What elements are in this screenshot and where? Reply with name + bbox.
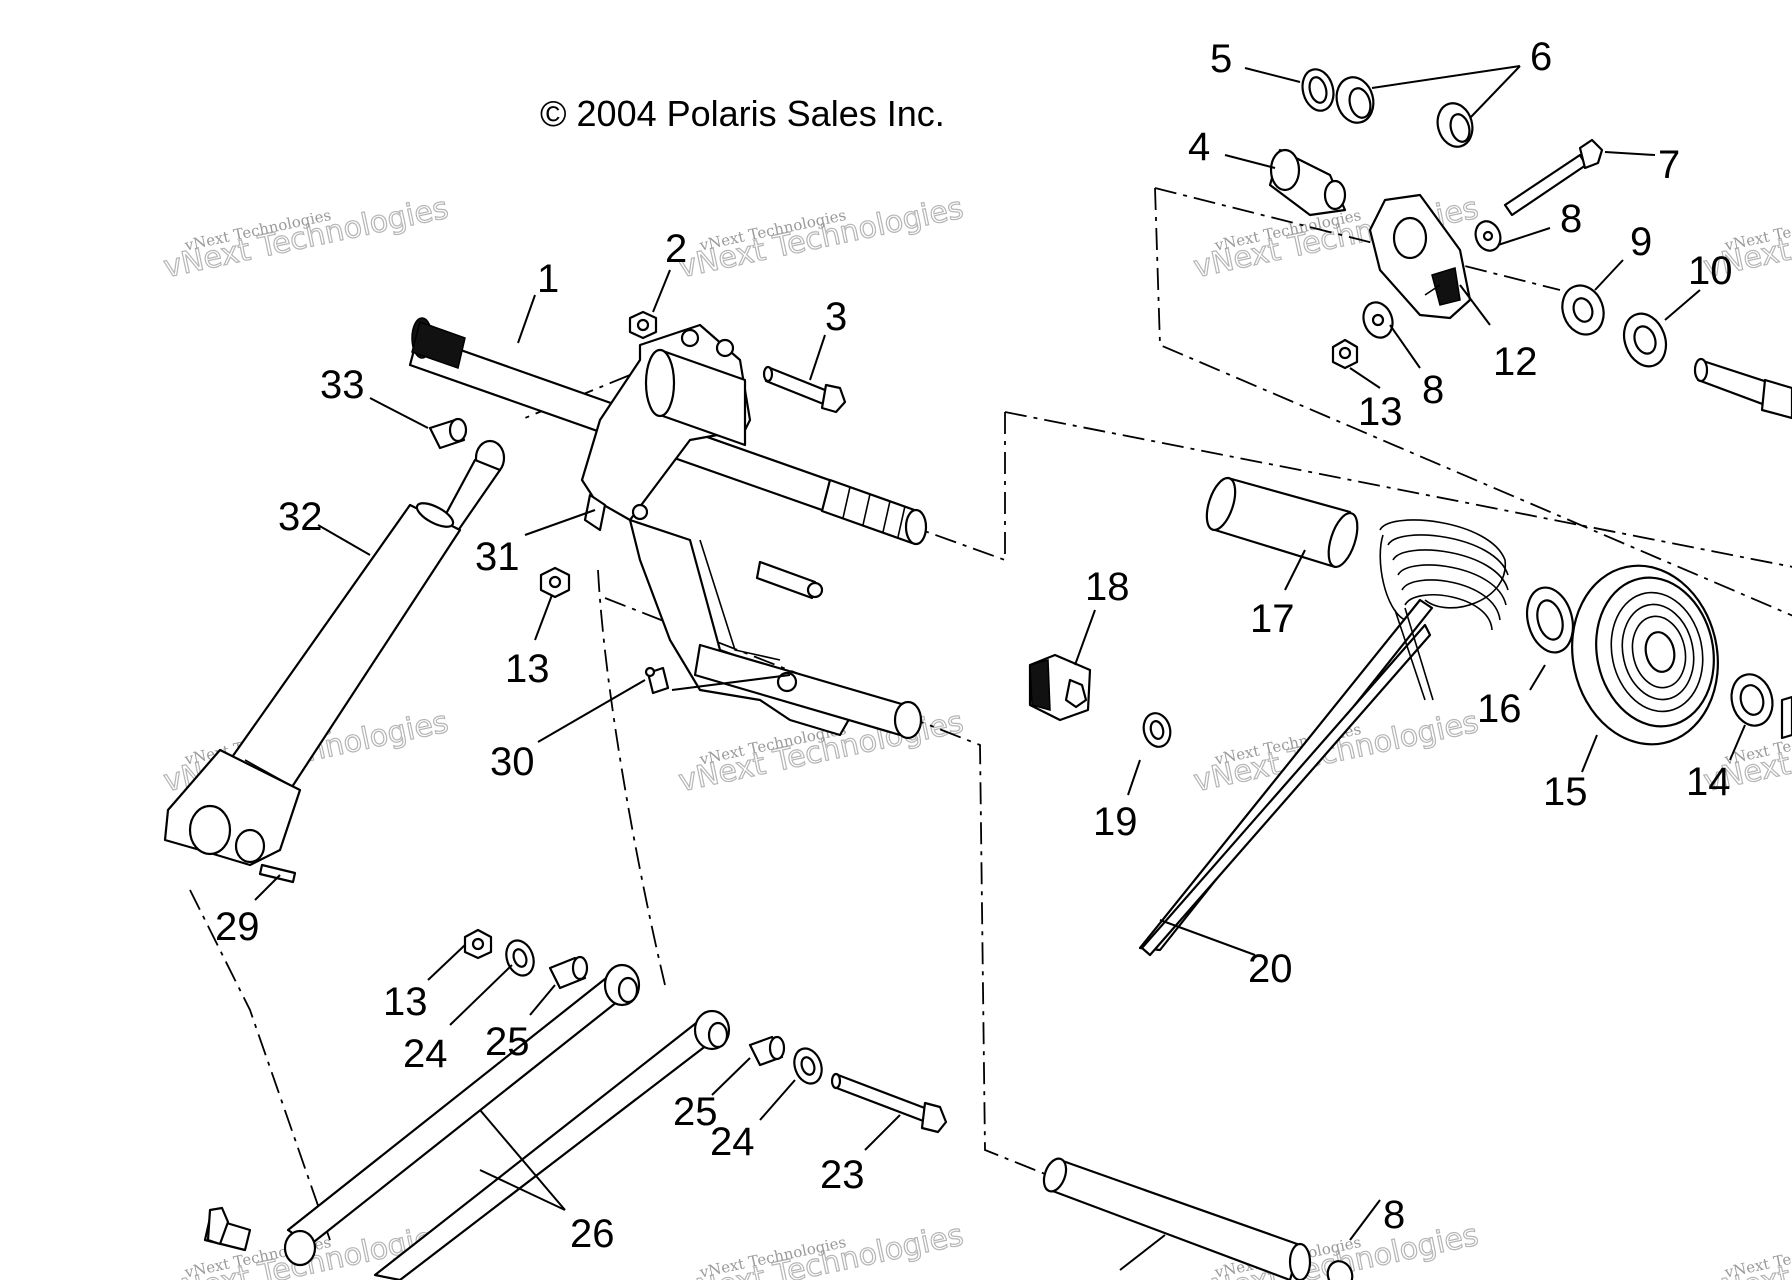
callout-5: 5: [1210, 37, 1232, 81]
callout-17: 17: [1250, 597, 1295, 641]
watermark: vNext Technologies vNext Technologies: [1700, 1217, 1792, 1285]
part-8-washer-top: [1474, 220, 1502, 252]
watermark: vNext Technologies vNext Technologies: [160, 190, 452, 286]
part-3-bolt: [762, 365, 847, 414]
part-4-spacer: [1268, 148, 1347, 217]
callout-9: 9: [1630, 220, 1652, 264]
watermark: vNext Technologies vNext Technologies: [675, 1217, 967, 1285]
callout-13-low: 13: [383, 980, 428, 1024]
shaft-spline-left-body: [411, 321, 466, 369]
callout-33: 33: [320, 363, 365, 407]
callout-3: 3: [825, 295, 847, 339]
callout-25-right: 25: [673, 1090, 718, 1134]
part-13-nut-low: [463, 928, 493, 960]
callout-4: 4: [1188, 125, 1210, 169]
part-2-nut: [628, 310, 658, 340]
callout-8-bottom: 8: [1383, 1193, 1405, 1237]
part-8-washer-mid: [1362, 301, 1394, 339]
callout-15: 15: [1543, 770, 1588, 814]
part-30-grease-fitting: [644, 666, 670, 695]
callout-6: 6: [1530, 35, 1552, 79]
bolt-bottom-left: [203, 1206, 252, 1252]
callout-13-mid: 13: [505, 647, 550, 691]
part-13-nut-top: [1331, 338, 1359, 370]
callout-31: 31: [475, 535, 520, 579]
callout-8-top: 8: [1560, 197, 1582, 241]
part-12-link-arm: [1368, 193, 1472, 320]
callout-19: 19: [1093, 800, 1138, 844]
callout-18: 18: [1085, 565, 1130, 609]
copyright-text: © 2004 Polaris Sales Inc.: [540, 93, 945, 134]
callout-29: 29: [215, 905, 260, 949]
part-31-pivot-arm: [580, 323, 923, 740]
callout-13-top: 13: [1358, 390, 1403, 434]
watermark-group: vNext Technologies vNext Technologies vN…: [160, 190, 1792, 1285]
bottom-shaft: [1042, 1157, 1312, 1282]
watermark: vNext Technologies vNext Technologies: [675, 190, 967, 286]
part-33-bushing: [428, 417, 468, 450]
callout-23: 23: [820, 1153, 865, 1197]
part-10-washer: [1622, 312, 1668, 368]
callout-24-left: 24: [403, 1032, 448, 1076]
callout-26: 26: [570, 1212, 615, 1256]
callout-25-left: 25: [485, 1020, 530, 1064]
part-18-block: [1028, 653, 1092, 722]
callout-7: 7: [1658, 143, 1680, 187]
part-20-torsion-spring: [1138, 519, 1509, 957]
part-6-bushing: [1335, 76, 1474, 148]
callout-1: 1: [537, 257, 559, 301]
part-25-bushing-left: [548, 955, 589, 990]
callout-10: 10: [1688, 249, 1733, 293]
callout-32: 32: [278, 495, 323, 539]
part-9-washer: [1561, 284, 1605, 336]
callout-30: 30: [490, 740, 535, 784]
part-19-washer: [1142, 712, 1172, 748]
part-14-bearing: [1730, 673, 1792, 740]
callout-16: 16: [1477, 687, 1522, 731]
part-13-nut-mid: [539, 566, 571, 599]
part-11-shaft-partial: [1693, 357, 1792, 420]
part-24-washer-left: [505, 939, 535, 977]
part-23-bolt: [830, 1072, 948, 1134]
callout-2: 2: [665, 227, 687, 271]
part-7-bolt: [1503, 138, 1604, 217]
callout-12: 12: [1493, 340, 1538, 384]
part-32-shock: [163, 439, 506, 867]
part-17-bushing-tube: [1205, 476, 1359, 569]
part-15-wheel: [1571, 564, 1719, 746]
leader-lines: [254, 65, 1746, 1271]
callout-20: 20: [1248, 947, 1293, 991]
callout-24-right: 24: [710, 1120, 755, 1164]
part-29-pin: [258, 863, 297, 884]
part-26-rods: [283, 963, 731, 1282]
callout-8-mid: 8: [1422, 368, 1444, 412]
part-16-washer: [1525, 586, 1575, 654]
part-24-washer-right: [793, 1047, 823, 1085]
callout-14: 14: [1686, 760, 1731, 804]
part-25-bushing-right: [748, 1035, 786, 1067]
callout-labels: 5 6 4 7 8 9 10 12 8 13 17 18 19 20 16 15…: [215, 35, 1733, 1256]
part-5-washer: [1301, 68, 1335, 112]
